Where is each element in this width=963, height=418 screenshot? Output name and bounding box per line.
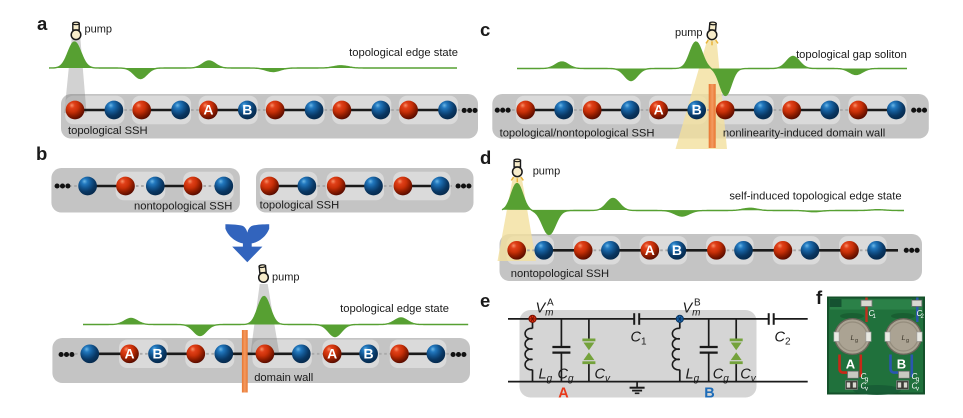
svg-text:C2: C2 xyxy=(775,330,791,348)
svg-text:e: e xyxy=(480,290,490,311)
svg-text:C: C xyxy=(917,309,923,318)
svg-text:VmA: VmA xyxy=(536,298,555,319)
svg-text:nontopological SSH: nontopological SSH xyxy=(134,201,232,213)
svg-text:B: B xyxy=(704,386,714,402)
svg-text:C: C xyxy=(861,382,867,391)
svg-text:A: A xyxy=(327,345,337,361)
svg-text:pump: pump xyxy=(675,27,703,39)
svg-text:a: a xyxy=(37,13,48,34)
svg-text:g: g xyxy=(865,377,868,383)
svg-text:A: A xyxy=(124,345,134,361)
svg-text:topological/nontopological SSH: topological/nontopological SSH xyxy=(500,128,655,140)
svg-text:domain wall: domain wall xyxy=(254,372,313,384)
svg-text:b: b xyxy=(36,143,47,164)
svg-text:A: A xyxy=(645,242,655,258)
svg-text:L: L xyxy=(851,333,855,342)
svg-text:C: C xyxy=(912,382,918,391)
svg-text:d: d xyxy=(480,147,491,168)
svg-text:c: c xyxy=(480,19,490,40)
svg-text:B: B xyxy=(692,102,702,118)
svg-text:g: g xyxy=(906,338,909,344)
svg-text:A: A xyxy=(203,102,213,118)
svg-text:pump: pump xyxy=(272,272,300,284)
svg-text:topological edge state: topological edge state xyxy=(340,303,449,315)
svg-text:topological SSH: topological SSH xyxy=(68,125,148,137)
svg-text:topological gap soliton: topological gap soliton xyxy=(796,49,907,61)
svg-text:nonlinearity-induced domain wa: nonlinearity-induced domain wall xyxy=(723,128,885,140)
svg-text:VmB: VmB xyxy=(683,298,702,319)
svg-text:B: B xyxy=(897,357,906,372)
svg-text:g: g xyxy=(855,338,858,344)
svg-text:nontopological SSH: nontopological SSH xyxy=(511,268,609,280)
svg-text:v: v xyxy=(916,387,919,393)
svg-text:A: A xyxy=(558,386,569,402)
svg-text:B: B xyxy=(364,345,374,361)
svg-text:topological edge state: topological edge state xyxy=(349,47,458,59)
svg-text:C: C xyxy=(869,309,875,318)
svg-text:L: L xyxy=(902,333,906,342)
svg-text:A: A xyxy=(654,102,664,118)
svg-text:B: B xyxy=(152,345,162,361)
svg-text:2: 2 xyxy=(921,314,925,320)
svg-text:self-induced topological edge: self-induced topological edge state xyxy=(729,191,901,203)
svg-text:f: f xyxy=(816,287,823,308)
svg-text:C: C xyxy=(912,372,918,381)
svg-text:1: 1 xyxy=(873,314,877,320)
svg-text:pump: pump xyxy=(533,166,561,178)
svg-text:B: B xyxy=(242,102,252,118)
svg-text:v: v xyxy=(865,387,868,393)
svg-text:topological SSH: topological SSH xyxy=(260,200,340,212)
svg-text:C: C xyxy=(861,372,867,381)
svg-text:B: B xyxy=(672,242,682,258)
svg-text:g: g xyxy=(916,377,919,383)
svg-text:A: A xyxy=(846,357,856,372)
svg-text:pump: pump xyxy=(85,24,113,36)
